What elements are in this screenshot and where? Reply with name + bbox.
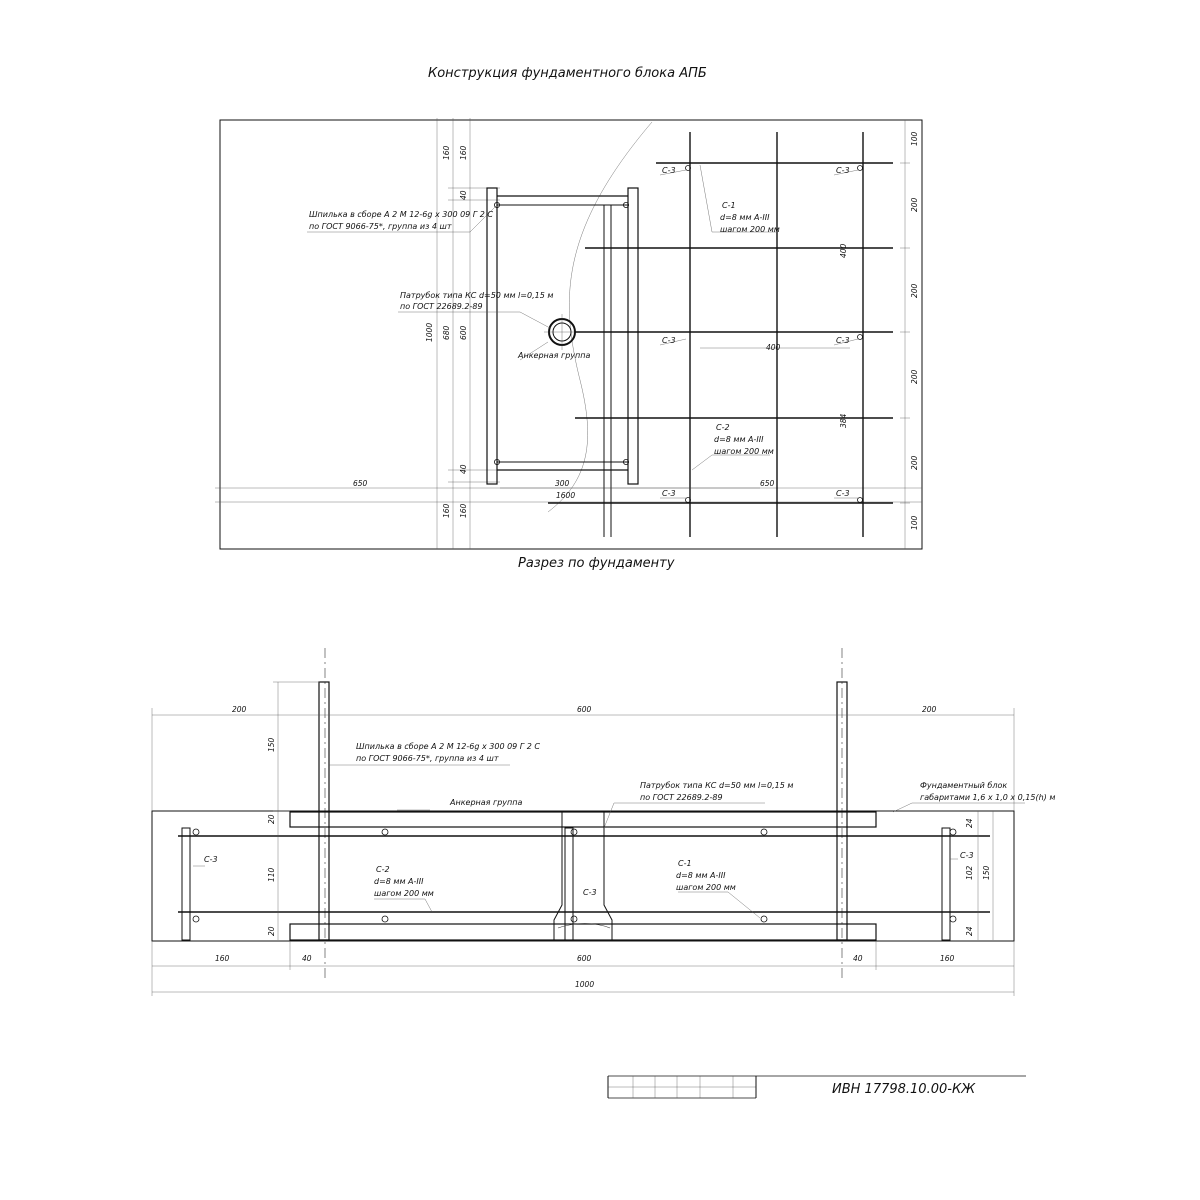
anchor-plate-left [486,187,498,485]
svg-text:1000: 1000 [575,980,594,989]
svg-text:600: 600 [459,325,468,340]
svg-text:102: 102 [965,865,974,880]
title-stamp: ИВН 17798.10.00-КЖ [607,1075,1026,1099]
section-title: Разрез по фундаменту [518,556,675,571]
c2-step: шагом 200 мм [714,447,774,456]
svg-text:200: 200 [910,369,919,384]
svg-text:600: 600 [577,954,592,963]
svg-text:650: 650 [760,479,775,488]
section-stud-label-1: Шпилька в сборе А 2 М 12-6g x 300 09 Г 2… [356,742,540,751]
c3-label: С-3 [836,489,850,498]
svg-text:160: 160 [459,503,468,518]
c3-stirrup-left [181,827,191,941]
anchor-label: Анкерная группа [517,351,591,360]
section-c1-step: шагом 200 мм [676,883,736,892]
c3-stirrup-middle [564,827,574,941]
svg-text:650: 650 [353,479,368,488]
svg-text:24: 24 [965,926,974,936]
c1-diameter: d=8 мм А-III [720,213,770,222]
section-view [151,648,1025,996]
svg-text:100: 100 [910,515,919,530]
plan-block-outline [219,119,923,550]
stud-right [836,681,848,941]
svg-text:20: 20 [267,926,276,936]
c3-label: С-3 [662,166,676,175]
svg-text:24: 24 [965,818,974,828]
svg-text:200: 200 [232,705,247,714]
section-block-outline [151,810,1015,942]
c3-label: С-3 [836,166,850,175]
svg-text:1000: 1000 [425,323,434,342]
pipe-label-2: по ГОСТ 22689.2-89 [400,302,483,311]
svg-text:300: 300 [555,479,570,488]
plan-break-line [547,121,653,513]
stud-label-1: Шпилька в сборе А 2 М 12-6g x 300 09 Г 2… [309,210,493,219]
c2-name: С-2 [716,423,730,432]
stud-marker [623,201,630,208]
svg-text:200: 200 [910,455,919,470]
c3-label: С-3 [836,336,850,345]
svg-text:150: 150 [267,737,276,752]
anchor-plate-right [627,187,639,485]
anchor-plate-top [289,811,877,828]
section-c1-name: С-1 [678,859,692,868]
c1-step: шагом 200 мм [720,225,780,234]
section-c3-middle: С-3 [583,888,597,897]
svg-text:160: 160 [459,145,468,160]
plan-view [215,118,923,550]
section-c3-left: С-3 [204,855,218,864]
plan-title: Конструкция фундаментного блока АПБ [428,66,707,81]
pipe-section [553,812,613,940]
svg-text:20: 20 [267,814,276,824]
svg-text:384: 384 [839,413,848,428]
c3-label: С-3 [662,489,676,498]
stud-label-2: по ГОСТ 9066-75*, группа из 4 шт [309,222,452,231]
section-annotations: Шпилька в сборе А 2 М 12-6g x 300 09 Г 2… [204,705,1055,989]
svg-text:40: 40 [853,954,863,963]
block-label-2: габаритами 1,6 x 1,0 x 0,15(h) м [920,793,1055,802]
svg-text:40: 40 [459,190,468,200]
svg-text:400: 400 [766,343,781,352]
stud-marker [493,201,500,208]
svg-text:400: 400 [839,243,848,258]
section-pipe-label-2: по ГОСТ 22689.2-89 [640,793,723,802]
section-c2-diameter: d=8 мм А-III [374,877,424,886]
svg-text:100: 100 [910,131,919,146]
section-c2-step: шагом 200 мм [374,889,434,898]
svg-text:160: 160 [442,503,451,518]
stud-left [318,681,330,941]
section-c1-diameter: d=8 мм А-III [676,871,726,880]
section-pipe-label-1: Патрубок типа КС d=50 мм l=0,15 м [640,781,793,790]
stud-marker [623,458,630,465]
svg-text:40: 40 [459,464,468,474]
anchor-plate-bottom [289,923,877,941]
svg-text:200: 200 [922,705,937,714]
c1-name: С-1 [722,201,736,210]
svg-text:110: 110 [267,867,276,882]
plan-annotations: Шпилька в сборе А 2 М 12-6g x 300 09 Г 2… [309,131,919,530]
svg-text:160: 160 [442,145,451,160]
pipe-label-1: Патрубок типа КС d=50 мм l=0,15 м [400,291,553,300]
svg-text:40: 40 [302,954,312,963]
svg-text:680: 680 [442,325,451,340]
c3-label: С-3 [662,336,676,345]
svg-text:200: 200 [910,283,919,298]
svg-text:150: 150 [982,865,991,880]
svg-text:160: 160 [215,954,230,963]
svg-text:200: 200 [910,197,919,212]
section-c3-right: С-3 [960,851,974,860]
c3-stirrup-right [941,827,951,941]
drawing-code: ИВН 17798.10.00-КЖ [832,1082,976,1097]
section-c2-name: С-2 [376,865,390,874]
stud-marker [493,458,500,465]
svg-text:1600: 1600 [556,491,575,500]
svg-text:600: 600 [577,705,592,714]
svg-text:160: 160 [940,954,955,963]
pipe-symbol [544,314,580,350]
c2-diameter: d=8 мм А-III [714,435,764,444]
section-stud-label-2: по ГОСТ 9066-75*, группа из 4 шт [356,754,499,763]
section-anchor-label: Анкерная группа [449,798,523,807]
block-label-1: Фундаментный блок [920,781,1007,790]
